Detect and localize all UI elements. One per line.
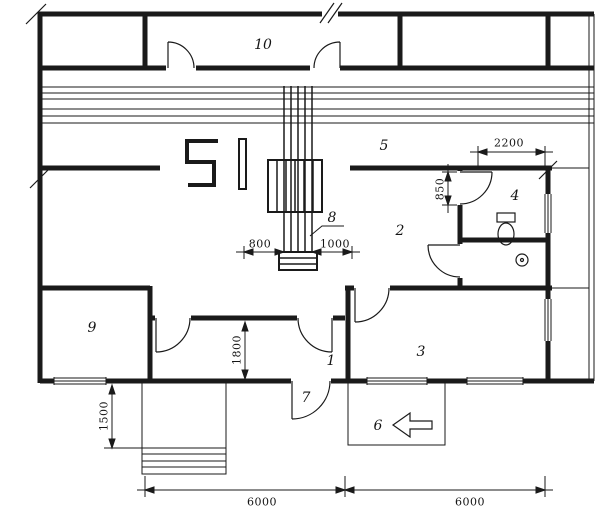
room-label-5: 5 [379,138,389,154]
dim-1800: 1800 [230,335,244,365]
break-marks [25,2,558,189]
room-label-9: 9 [87,320,97,336]
room-label-6: 6 [373,418,383,434]
dim-1000: 1000 [320,237,350,251]
doors [155,41,493,420]
stair-leader-line [309,225,344,237]
room-label-4: 4 [510,188,520,204]
room-label-2: 2 [395,223,405,239]
corridor-lines [40,86,594,124]
entrance-arrow-icon [391,411,433,439]
staircase [267,86,323,271]
dim-6000-left: 6000 [247,495,277,509]
dim-1500: 1500 [97,401,111,431]
room-label-10: 10 [254,37,272,53]
entrance-steps [141,383,227,475]
room-label-8: 8 [327,210,337,226]
dimension-lines [104,146,553,497]
lobby-desk-symbol [185,138,247,190]
dim-2200: 2200 [494,136,524,150]
windows [53,14,595,385]
room-label-3: 3 [416,344,426,360]
porch-outline [347,383,446,446]
dim-6000-right: 6000 [455,495,485,509]
dim-800: 800 [248,237,272,251]
toilet-icon [496,212,529,267]
room-label-7: 7 [301,390,311,406]
dim-850: 850 [433,177,447,201]
room-label-1: 1 [326,353,336,369]
